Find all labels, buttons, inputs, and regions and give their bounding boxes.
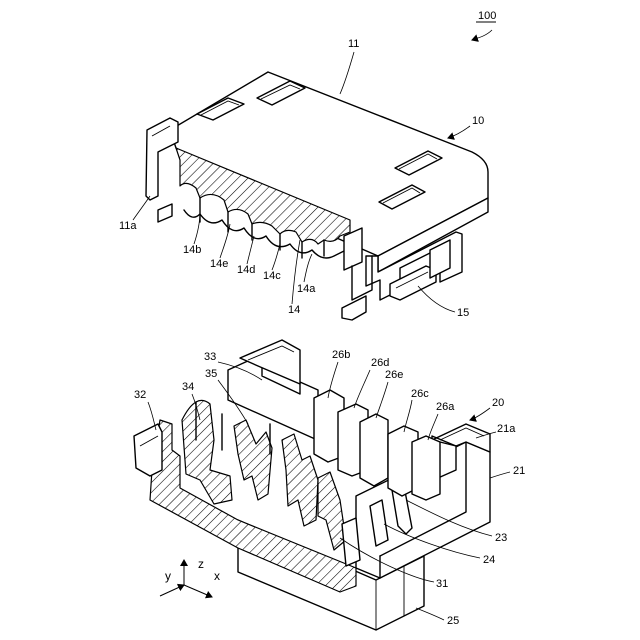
label-23: 23 (495, 532, 507, 544)
label-34: 34 (182, 381, 194, 393)
label-26d: 26d (371, 357, 389, 369)
label-10: 10 (472, 115, 484, 127)
terminal-34 (182, 400, 232, 504)
label-100: 100 (478, 10, 496, 22)
terminal-31 (318, 472, 346, 550)
label-14b: 14b (183, 244, 201, 256)
label-20: 20 (492, 397, 504, 409)
label-26e: 26e (385, 369, 403, 381)
label-33: 33 (204, 351, 216, 363)
axis-y-label: y (165, 569, 171, 583)
terminal-35 (234, 420, 272, 500)
label-26b: 26b (332, 349, 350, 361)
terminal-center (282, 434, 318, 526)
latch-hook (158, 204, 172, 222)
label-26c: 26c (411, 388, 429, 400)
figure-reference-100: 100 (472, 10, 496, 40)
label-14a: 14a (297, 283, 316, 295)
label-25: 25 (447, 615, 459, 627)
label-11: 11 (348, 38, 359, 50)
label-21: 21 (513, 465, 525, 477)
label-21a: 21a (497, 423, 516, 435)
label-15: 15 (457, 307, 469, 319)
upper-housing (146, 72, 488, 320)
label-11a: 11a (119, 220, 137, 232)
end-part-32 (134, 424, 162, 476)
label-14c: 14c (263, 270, 281, 282)
axis-z-label: z (198, 557, 204, 571)
post-26a (412, 436, 440, 500)
label-35: 35 (205, 368, 217, 380)
label-24: 24 (483, 554, 495, 566)
axis-x-label: x (214, 569, 220, 583)
label-26a: 26a (436, 401, 455, 413)
label-14e: 14e (210, 258, 228, 270)
label-14: 14 (288, 304, 300, 316)
axis-indicator: z y x (160, 557, 220, 597)
label-31: 31 (436, 578, 448, 590)
post-26e (360, 414, 388, 486)
label-32: 32 (134, 389, 146, 401)
label-14d: 14d (237, 264, 255, 276)
